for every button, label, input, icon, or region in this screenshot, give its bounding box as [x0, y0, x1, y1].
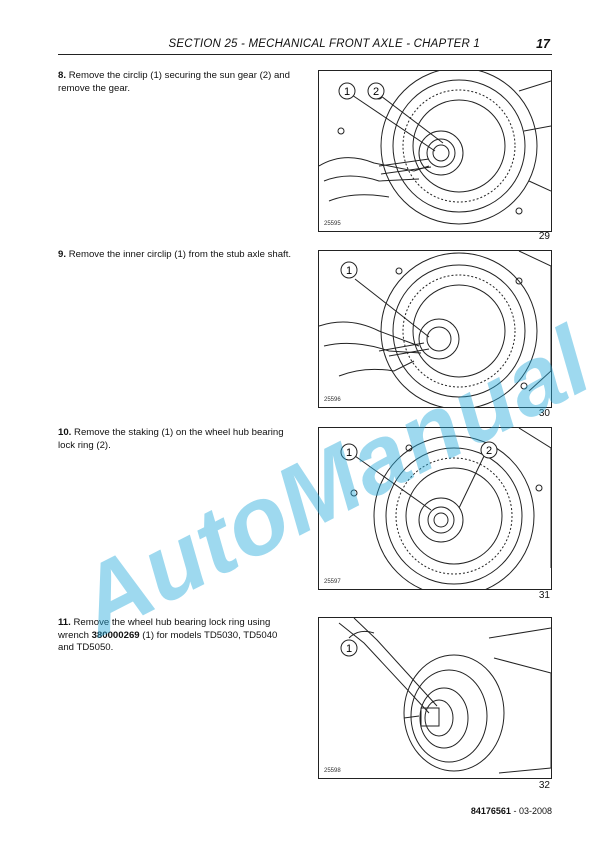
step-text: Remove the wheel hub bearing lock ring u…	[58, 617, 278, 654]
figure-number: 29	[538, 231, 550, 242]
tool-number: 380000269	[91, 629, 140, 641]
figure-number: 31	[538, 590, 550, 601]
figure-code: 25596	[324, 397, 341, 403]
svg-text:1: 1	[346, 265, 352, 277]
figure-number: 30	[538, 408, 550, 419]
svg-text:2: 2	[373, 86, 379, 98]
hub-illustration: 1 2	[319, 71, 551, 225]
figure-32: 1 25598	[318, 617, 552, 779]
doc-date: 03-2008	[518, 806, 552, 816]
step-9: 9. Remove the inner circlip (1) from the…	[58, 249, 296, 262]
step-text: Remove the staking (1) on the wheel hub …	[58, 427, 284, 451]
hub-illustration: 1	[319, 251, 551, 407]
callout-1: 1	[340, 261, 358, 279]
page-number: 17	[536, 37, 550, 51]
callout-2: 2	[480, 441, 498, 459]
figure-31: 1 2 25597	[318, 427, 552, 590]
callout-1: 1	[338, 82, 356, 100]
hub-illustration: 1	[338, 618, 551, 774]
section-title: SECTION 25 - MECHANICAL FRONT AXLE - CHA…	[168, 38, 480, 50]
step-10: 10. Remove the staking (1) on the wheel …	[58, 427, 296, 452]
step-number: 10.	[58, 427, 72, 438]
callout-1: 1	[340, 639, 358, 657]
step-text: Remove the inner circlip (1) from the st…	[68, 249, 292, 260]
step-number: 8.	[58, 70, 67, 81]
step-number: 9.	[58, 249, 67, 260]
hub-illustration: 1 2	[340, 428, 551, 589]
svg-text:1: 1	[346, 447, 352, 459]
doc-number: 84176561	[470, 806, 511, 816]
footer-separator: -	[513, 806, 517, 816]
step-11: 11. Remove the wheel hub bearing lock ri…	[58, 617, 296, 655]
figure-29: 1 2 25595	[318, 70, 552, 232]
svg-text:2: 2	[486, 445, 492, 457]
step-number: 11.	[58, 617, 71, 628]
figure-code: 25598	[324, 768, 341, 774]
figure-code: 25597	[324, 579, 341, 585]
callout-2: 2	[367, 82, 385, 100]
svg-text:1: 1	[344, 86, 350, 98]
svg-text:1: 1	[346, 643, 352, 655]
page-header: SECTION 25 - MECHANICAL FRONT AXLE - CHA…	[58, 37, 552, 55]
figure-code: 25595	[324, 221, 341, 227]
figure-number: 32	[538, 780, 550, 791]
page-footer: 84176561 - 03-2008	[471, 806, 552, 816]
callout-1: 1	[340, 443, 358, 461]
step-8: 8. Remove the circlip (1) securing the s…	[58, 70, 296, 95]
step-text: Remove the circlip (1) securing the sun …	[58, 70, 290, 94]
figure-30: 1 25596	[318, 250, 552, 408]
